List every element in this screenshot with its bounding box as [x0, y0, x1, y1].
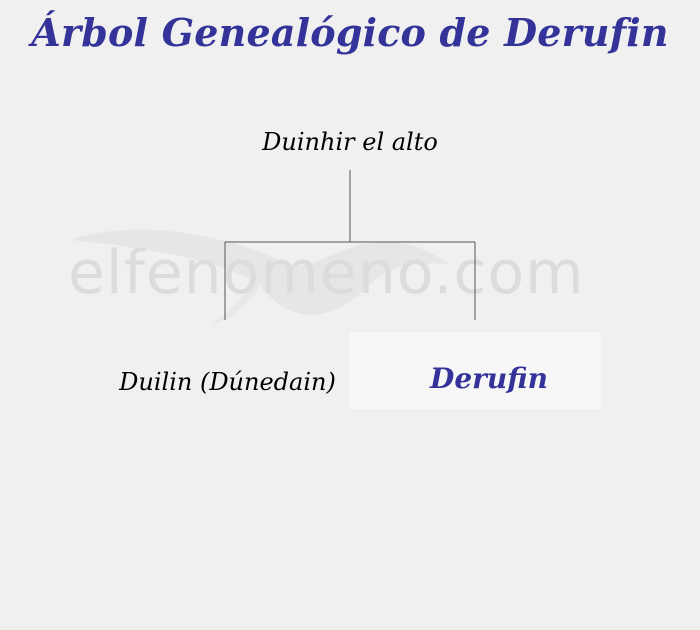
- watermark-text: elfenomeno.com: [68, 238, 585, 308]
- child-node-derufin: Derufin: [430, 362, 548, 395]
- child-node-duilin: Duilin (Dúnedain): [119, 368, 336, 396]
- watermark: elfenomeno.com: [60, 220, 640, 360]
- dragon-logo-icon: [70, 229, 450, 325]
- highlight-box: [350, 332, 601, 409]
- root-node-duinhir: Duinhir el alto: [262, 128, 438, 156]
- page-title: Árbol Genealógico de Derufin: [31, 10, 669, 55]
